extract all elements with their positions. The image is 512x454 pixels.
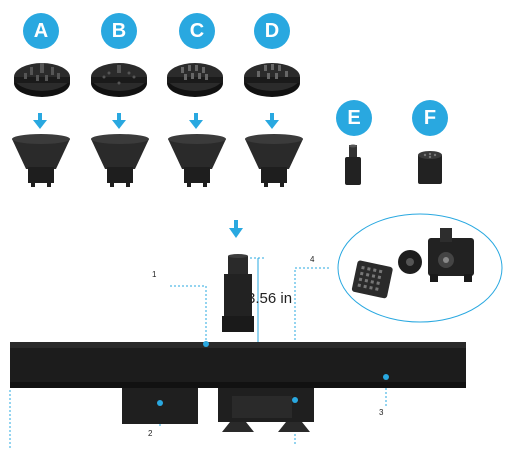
nozzle-disc-c-icon <box>167 63 223 97</box>
nozzle-e-icon <box>345 144 361 185</box>
badge-b: B <box>101 13 137 49</box>
part-number-2: 2 <box>148 429 153 438</box>
part-number-4: 4 <box>310 255 315 264</box>
badge-f: F <box>412 100 448 136</box>
badge-a: A <box>23 13 59 49</box>
suction-cup-icon <box>12 134 70 187</box>
suction-cup-icon <box>91 134 149 187</box>
badge-c: C <box>179 13 215 49</box>
arrow-down-icon <box>265 113 279 129</box>
arrow-down-icon <box>189 113 203 129</box>
suction-cup-icon <box>168 134 226 187</box>
height-measurement-label: 3.56 in <box>247 290 293 307</box>
arrow-down-icon <box>112 113 126 129</box>
part-number-1: 1 <box>152 270 157 279</box>
pump-detail-inset <box>337 213 503 323</box>
arrow-down-icon <box>229 220 243 238</box>
nozzle-disc-a-icon <box>14 63 70 97</box>
fountain-body-icon <box>10 254 466 432</box>
nozzle-disc-d-icon <box>244 63 300 97</box>
arrow-down-icon <box>33 113 47 129</box>
suction-cup-icon <box>245 134 303 187</box>
nozzle-disc-b-icon <box>91 63 147 97</box>
nozzle-f-icon <box>418 151 442 184</box>
badge-d: D <box>254 13 290 49</box>
badge-e: E <box>336 100 372 136</box>
part-number-3: 3 <box>379 408 384 417</box>
